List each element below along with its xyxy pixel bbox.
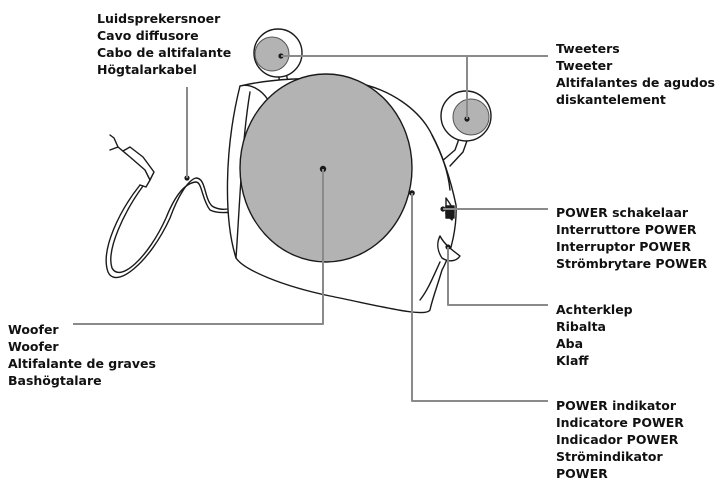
label-line: Tweeter	[556, 58, 613, 73]
label-line: Interruttore POWER	[556, 222, 697, 237]
label-line: Luidsprekersnoer	[97, 11, 221, 26]
label-line: diskantelement	[556, 92, 666, 107]
label-line: Högtalarkabel	[97, 62, 197, 77]
label-tweeters: Tweeters Tweeter Altifalantes de agudos …	[556, 40, 715, 108]
label-line: Altifalantes de agudos	[556, 75, 715, 90]
left-tweeter-drawing	[253, 28, 303, 96]
label-line: POWER indikator	[556, 398, 676, 413]
label-back-flap: Achterklep Ribalta Aba Klaff	[556, 301, 633, 369]
label-line: Indicatore POWER	[556, 415, 684, 430]
label-woofer: Woofer Woofer Altifalante de graves Bash…	[8, 321, 156, 389]
label-line: Cabo de altifalante	[97, 45, 232, 60]
label-line: POWER schakelaar	[556, 205, 689, 220]
label-line: Altifalante de graves	[8, 356, 156, 371]
speaker-body-drawing	[226, 73, 461, 314]
leader-lines	[73, 55, 548, 402]
speaker-cable-drawing	[105, 134, 233, 279]
label-speaker-cable: Luidsprekersnoer Cavo diffusore Cabo de …	[97, 10, 231, 78]
label-line: Aba	[556, 336, 584, 351]
label-line: Woofer	[8, 322, 59, 337]
label-power-switch: POWER schakelaar Interruttore POWER Inte…	[556, 204, 707, 272]
label-line: Ribalta	[556, 319, 606, 334]
label-line: Tweeters	[556, 41, 620, 56]
label-line: Achterklep	[556, 302, 633, 317]
label-line: Woofer	[8, 339, 59, 354]
label-line: Bashögtalare	[8, 373, 102, 388]
label-line: POWER	[556, 466, 608, 481]
label-line: Strömindikator	[556, 449, 663, 464]
label-line: Interruptor POWER	[556, 239, 691, 254]
label-line: Cavo diffusore	[97, 28, 199, 43]
label-power-indicator: POWER indikator Indicatore POWER Indicad…	[556, 397, 684, 482]
label-line: Klaff	[556, 353, 589, 368]
label-line: Indicador POWER	[556, 432, 679, 447]
label-line: Strömbrytare POWER	[556, 256, 708, 271]
